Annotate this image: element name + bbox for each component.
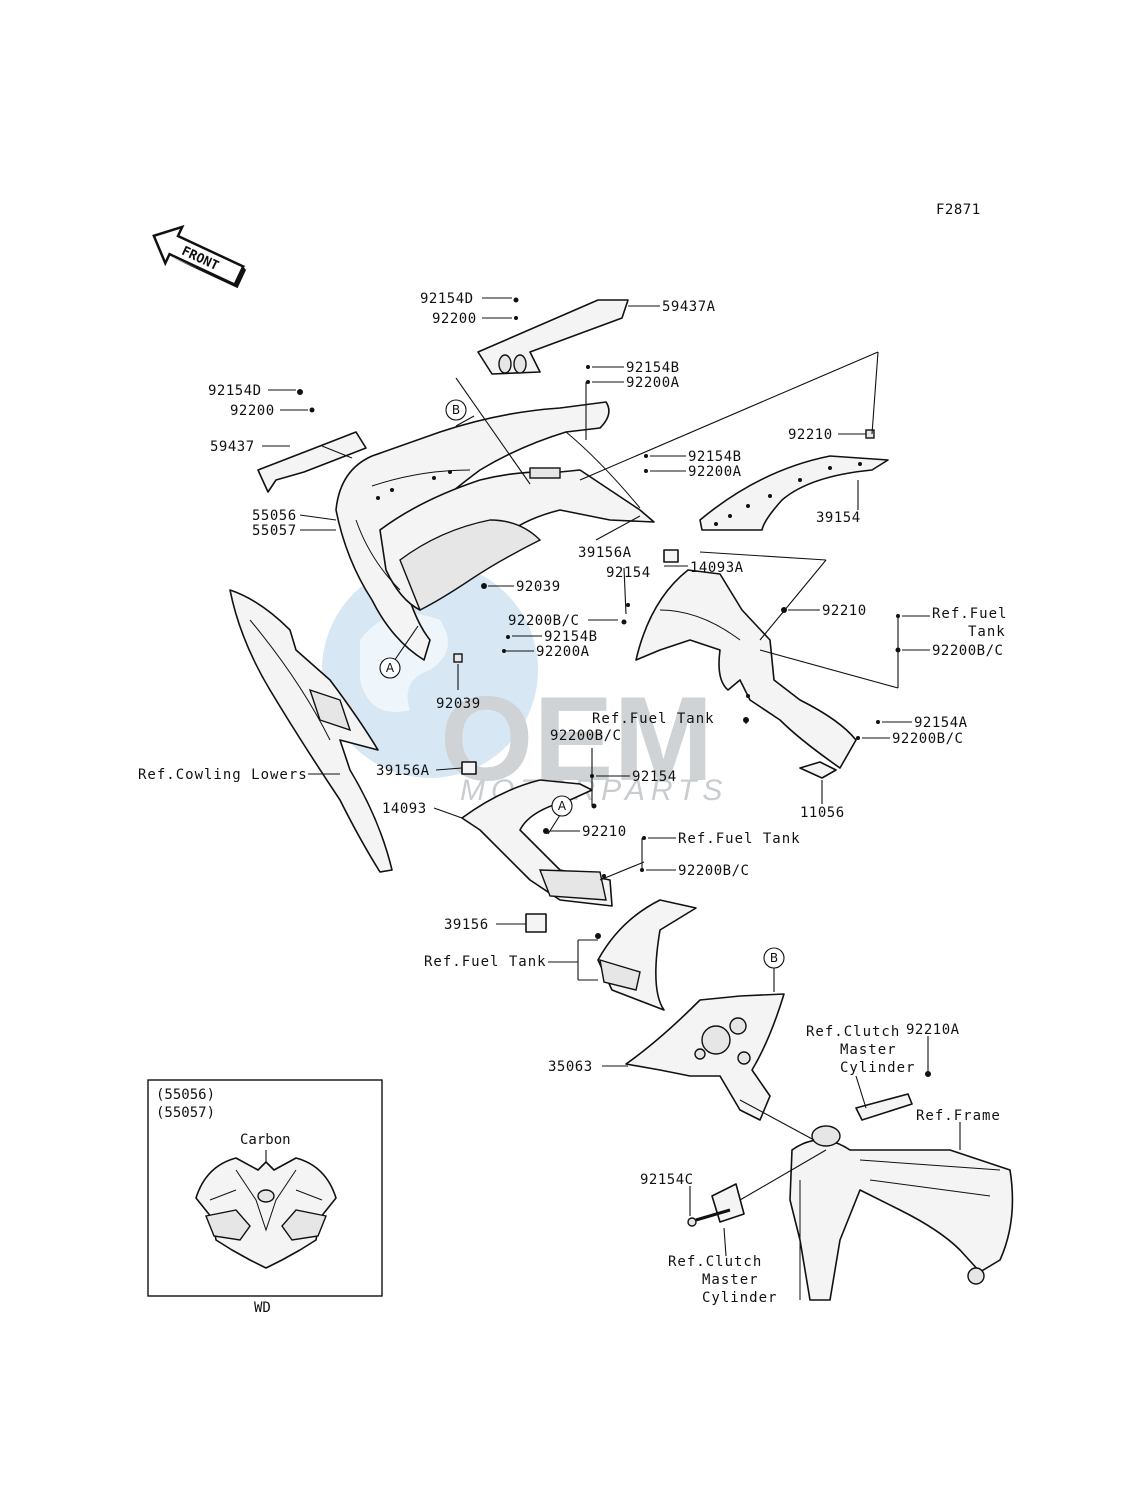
part-59437A-cover [477, 299, 629, 375]
label-39156A-bottom: 39156A [376, 763, 430, 779]
callout-A-mid: A [551, 795, 573, 817]
svg-text:B: B [452, 403, 460, 417]
label-ref-fuel-tank-right-1: Ref.Fuel [932, 606, 1007, 622]
label-92200BC-4: 92200B/C [678, 863, 749, 879]
label-92039-top: 92039 [516, 579, 561, 595]
svg-text:A: A [386, 661, 395, 675]
label-ref-cowling-lowers: Ref.Cowling Lowers [138, 767, 308, 783]
label-92154B-2: 92154B [688, 449, 742, 465]
label-35063: 35063 [548, 1059, 593, 1075]
label-59437: 59437 [210, 439, 255, 455]
label-92154B-3: 92154B [544, 629, 598, 645]
inset-upper-cowl-drawing [195, 1157, 337, 1269]
leader-lines [262, 297, 961, 1257]
label-92210A: 92210A [906, 1022, 960, 1038]
part-clutch-master-cylinder-ref-bottom [711, 1183, 745, 1223]
label-92039-bottom: 92039 [436, 696, 481, 712]
label-55056: 55056 [252, 508, 297, 524]
part-14093A-inner-cover [635, 569, 857, 769]
part-fuel-tank-side-ref [597, 899, 697, 1011]
part-frame-ref [789, 1125, 1014, 1301]
callout-B-top: B [445, 399, 467, 421]
label-92210-right: 92210 [788, 427, 833, 443]
watermark: OEM MOTORPARTS [322, 562, 722, 807]
label-ref-clutch-bottom-2: Master [702, 1272, 759, 1288]
label-92154D-left: 92154D [208, 383, 262, 399]
part-39154-windshield [699, 455, 889, 531]
label-ref-clutch-bottom-1: Ref.Clutch [668, 1254, 762, 1270]
label-92200BC-3: 92200B/C [550, 728, 621, 744]
label-ref-fuel-tank-lower: Ref.Fuel Tank [678, 831, 801, 847]
inset-caption-wd: WD [254, 1300, 271, 1316]
label-92200BC-2: 92200B/C [892, 731, 963, 747]
inset-code-55057: (55057) [156, 1105, 215, 1121]
label-92200BC-right: 92200B/C [932, 643, 1003, 659]
part-39156-pad [525, 913, 547, 933]
part-39156A-pad-left [461, 761, 477, 775]
label-39156A-top: 39156A [578, 545, 632, 561]
label-92200-top: 92200 [432, 311, 477, 327]
label-92200BC-1: 92200B/C [508, 613, 579, 629]
part-35063-bracket [625, 993, 785, 1121]
label-ref-frame: Ref.Frame [916, 1108, 1001, 1124]
label-55057: 55057 [252, 523, 297, 539]
label-ref-clutch-top-1: Ref.Clutch [806, 1024, 900, 1040]
part-clutch-master-cylinder-ref-top [855, 1093, 913, 1121]
inset-box: (55056) (55057) Carbon WD [147, 1079, 383, 1316]
label-ref-fuel-tank-mid: Ref.Fuel Tank [592, 711, 715, 727]
label-92200A-1: 92200A [626, 375, 680, 391]
callout-A-left: A [379, 657, 401, 679]
label-39154: 39154 [816, 510, 861, 526]
label-59437A: 59437A [662, 299, 716, 315]
part-11056-clip [799, 761, 837, 779]
label-ref-fuel-tank-right-2: Tank [968, 624, 1006, 640]
figure-code: F2871 [936, 202, 981, 218]
svg-text:B: B [770, 951, 778, 965]
label-14093: 14093 [382, 801, 427, 817]
label-11056: 11056 [800, 805, 845, 821]
label-ref-clutch-top-2: Master [840, 1042, 897, 1058]
part-cowling-lower-ref [229, 589, 393, 873]
label-92154-top: 92154 [606, 565, 651, 581]
label-ref-clutch-bottom-3: Cylinder [702, 1290, 777, 1306]
label-92154D-top: 92154D [420, 291, 474, 307]
label-92200-left: 92200 [230, 403, 275, 419]
front-arrow-icon: FRONT [152, 224, 247, 289]
label-92200A-2: 92200A [688, 464, 742, 480]
label-ref-clutch-top-3: Cylinder [840, 1060, 915, 1076]
inset-note-carbon: Carbon [240, 1132, 291, 1148]
part-55056-upper-cowl [335, 401, 655, 661]
label-ref-fuel-tank-left: Ref.Fuel Tank [424, 954, 547, 970]
inset-code-55056: (55056) [156, 1087, 215, 1103]
label-92154B-1: 92154B [626, 360, 680, 376]
part-59437-cover [257, 431, 367, 493]
label-39156: 39156 [444, 917, 489, 933]
label-92210-mid: 92210 [822, 603, 867, 619]
part-39156A-pad-right [663, 549, 679, 563]
label-92200A-3: 92200A [536, 644, 590, 660]
svg-text:A: A [558, 799, 567, 813]
label-92154-bottom: 92154 [632, 769, 677, 785]
label-92154C: 92154C [640, 1172, 694, 1188]
label-92210-bottom: 92210 [582, 824, 627, 840]
part-14093-inner-cover [461, 779, 613, 907]
callout-B-bottom: B [763, 947, 785, 969]
part-92154C-bolt [687, 1208, 731, 1227]
fastener-dots [297, 297, 931, 1077]
label-14093A: 14093A [690, 560, 744, 576]
part-labels: 92154D 92200 59437A 92154B 92200A 92154D… [138, 291, 1007, 1306]
label-92154A: 92154A [914, 715, 968, 731]
